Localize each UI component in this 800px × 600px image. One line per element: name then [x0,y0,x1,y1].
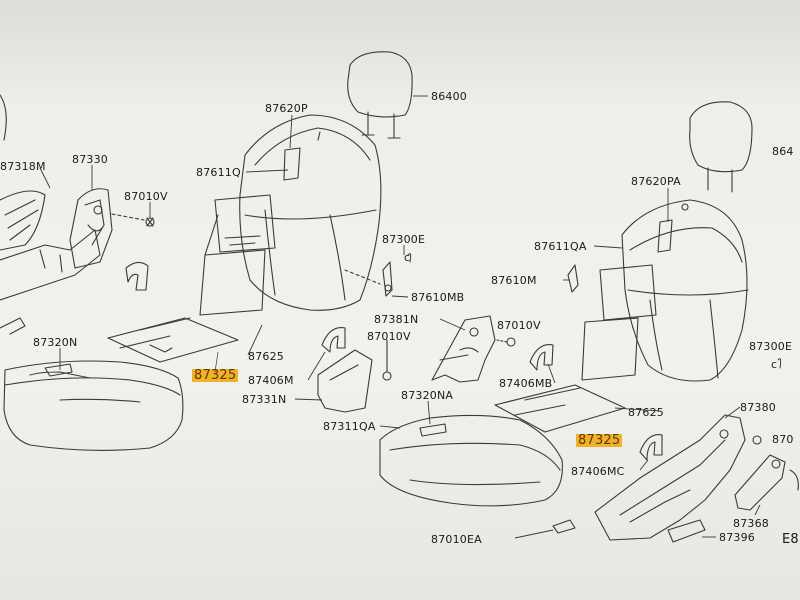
label-87010V-right: 87010V [497,319,541,332]
label-87611Q: 87611Q [196,166,241,179]
label-87300E-center: 87300E [382,233,426,246]
pad-87325-right [494,384,626,433]
label-86400: 86400 [431,90,467,103]
label-870-partial: 870 [772,433,794,446]
label-87320N: 87320N [33,336,78,349]
label-87320NA: 87320NA [401,389,454,402]
label-87396: 87396 [719,531,755,544]
label-87381N: 87381N [374,313,419,326]
label-87010EA: 87010EA [431,533,482,546]
pad-87325-left [107,317,239,363]
clip-87406M [321,327,346,353]
label-87620PA: 87620PA [631,175,681,188]
left-cushion [3,360,184,451]
headrest-right [689,101,753,193]
label-87010V-center: 87010V [367,330,411,343]
label-87620P: 87620P [265,102,308,115]
label-87318M: 87318M [0,160,46,173]
label-87406M: 87406M [248,374,294,387]
cover-87331N [317,349,373,413]
label-87610MB: 87610MB [411,291,465,304]
label-864-partial: 864 [772,145,794,158]
headrest-86400 [347,51,413,139]
label-87625-left: 87625 [248,350,284,363]
label-87311QA: 87311QA [323,420,376,433]
label-87010V-left: 87010V [124,190,168,203]
label-87610M: 87610M [491,274,537,287]
lever-87368 [734,454,799,511]
label-c-right: c [771,358,778,371]
label-87611QA: 87611QA [534,240,587,253]
bracket-87381N [431,315,496,383]
pad-87611QA [599,264,657,321]
label-87368: 87368 [733,517,769,530]
part-87610MB [344,261,393,297]
pad-87611Q [214,194,276,253]
label-87406MC: 87406MC [571,465,625,478]
label-87380: 87380 [740,401,776,414]
label-E8-partial: E8 [782,532,799,547]
screw-87010V-right [496,337,516,347]
label-87300E-right: 87300E [749,340,793,353]
label-87406MB: 87406MB [499,377,553,390]
part-87330-bracket [69,188,113,269]
label-87330: 87330 [72,153,108,166]
center-backrest [239,114,382,311]
center-cushion [379,414,563,507]
label-c-center: c [404,251,411,264]
label-87331N: 87331N [242,393,287,406]
label-87325-right-highlighted: 87325 [576,433,623,448]
label-87325-left-highlighted: 87325 [192,368,239,383]
side-cover-87380 [594,414,746,541]
left-seat-partial [0,94,101,335]
right-backrest [621,199,749,382]
